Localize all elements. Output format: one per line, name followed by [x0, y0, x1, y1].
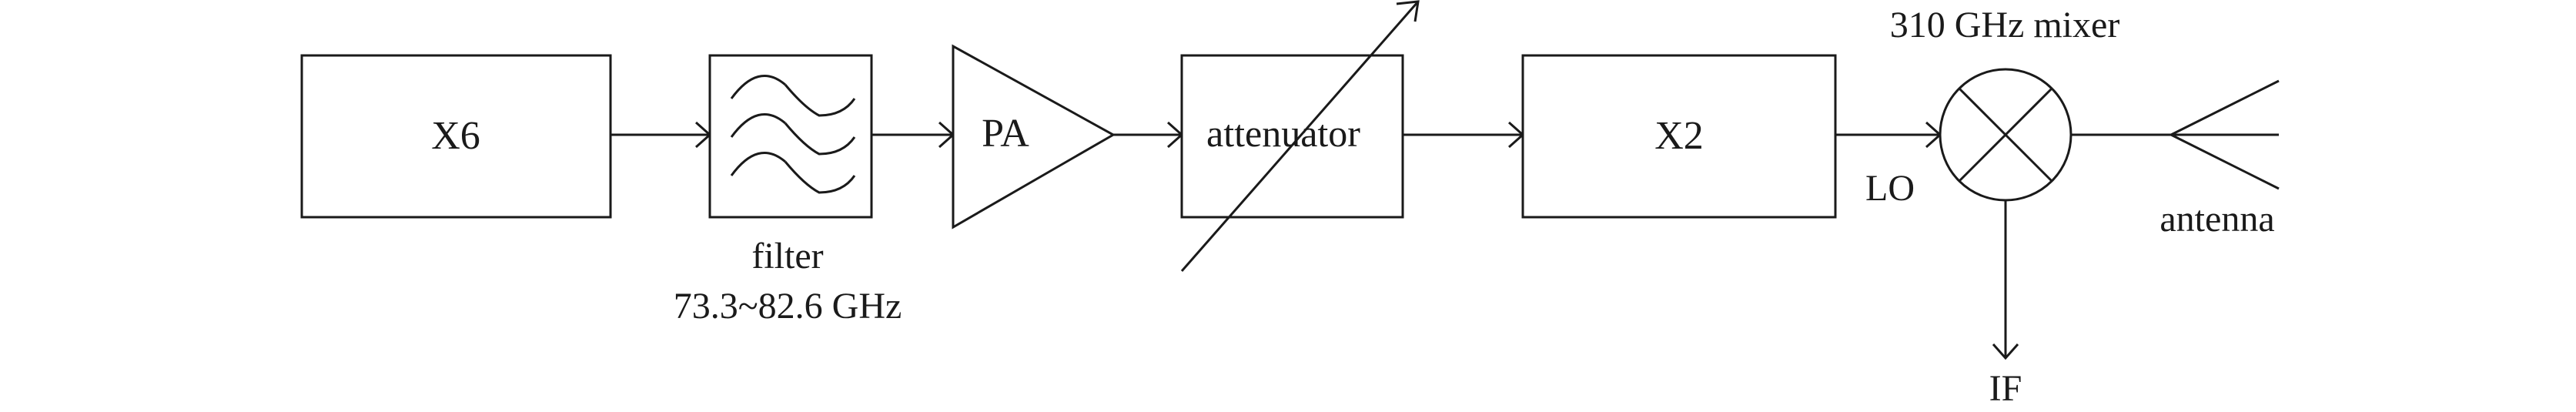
filter-block: filter 73.3~82.6 GHz — [674, 54, 902, 327]
mixer-label: 310 GHz mixer — [1890, 5, 2120, 45]
wire-x6-to-filter — [611, 121, 712, 149]
wire-filter-to-pa — [871, 121, 955, 149]
x6-multiplier-block: X6 — [300, 54, 612, 219]
filter-label: filter — [751, 236, 823, 276]
filter-band-label: 73.3~82.6 GHz — [674, 286, 902, 327]
pa-label: PA — [982, 112, 1029, 156]
wire-if-output: IF — [1989, 200, 2022, 409]
power-amplifier-block: PA — [952, 44, 1116, 229]
lo-label: LO — [1865, 168, 1915, 209]
filter-wave-icon — [730, 74, 856, 194]
antenna-block: antenna — [2071, 79, 2280, 239]
mixer-block: 310 GHz mixer — [1890, 5, 2120, 202]
wire-pa-to-attenuator — [1113, 121, 1184, 149]
antenna-icon — [2170, 79, 2280, 190]
wire-lo-to-mixer: LO — [1835, 121, 1942, 209]
attenuator-label: attenuator — [1206, 112, 1360, 155]
variable-arrow-icon — [1180, 0, 1420, 272]
wire-attenuator-to-x2 — [1403, 121, 1525, 149]
if-label: IF — [1989, 368, 2022, 409]
antenna-label: antenna — [2159, 199, 2274, 239]
x6-label: X6 — [431, 114, 480, 158]
attenuator-block: attenuator — [1180, 0, 1420, 272]
x2-label: X2 — [1654, 114, 1704, 158]
x2-multiplier-block: X2 — [1521, 54, 1837, 219]
